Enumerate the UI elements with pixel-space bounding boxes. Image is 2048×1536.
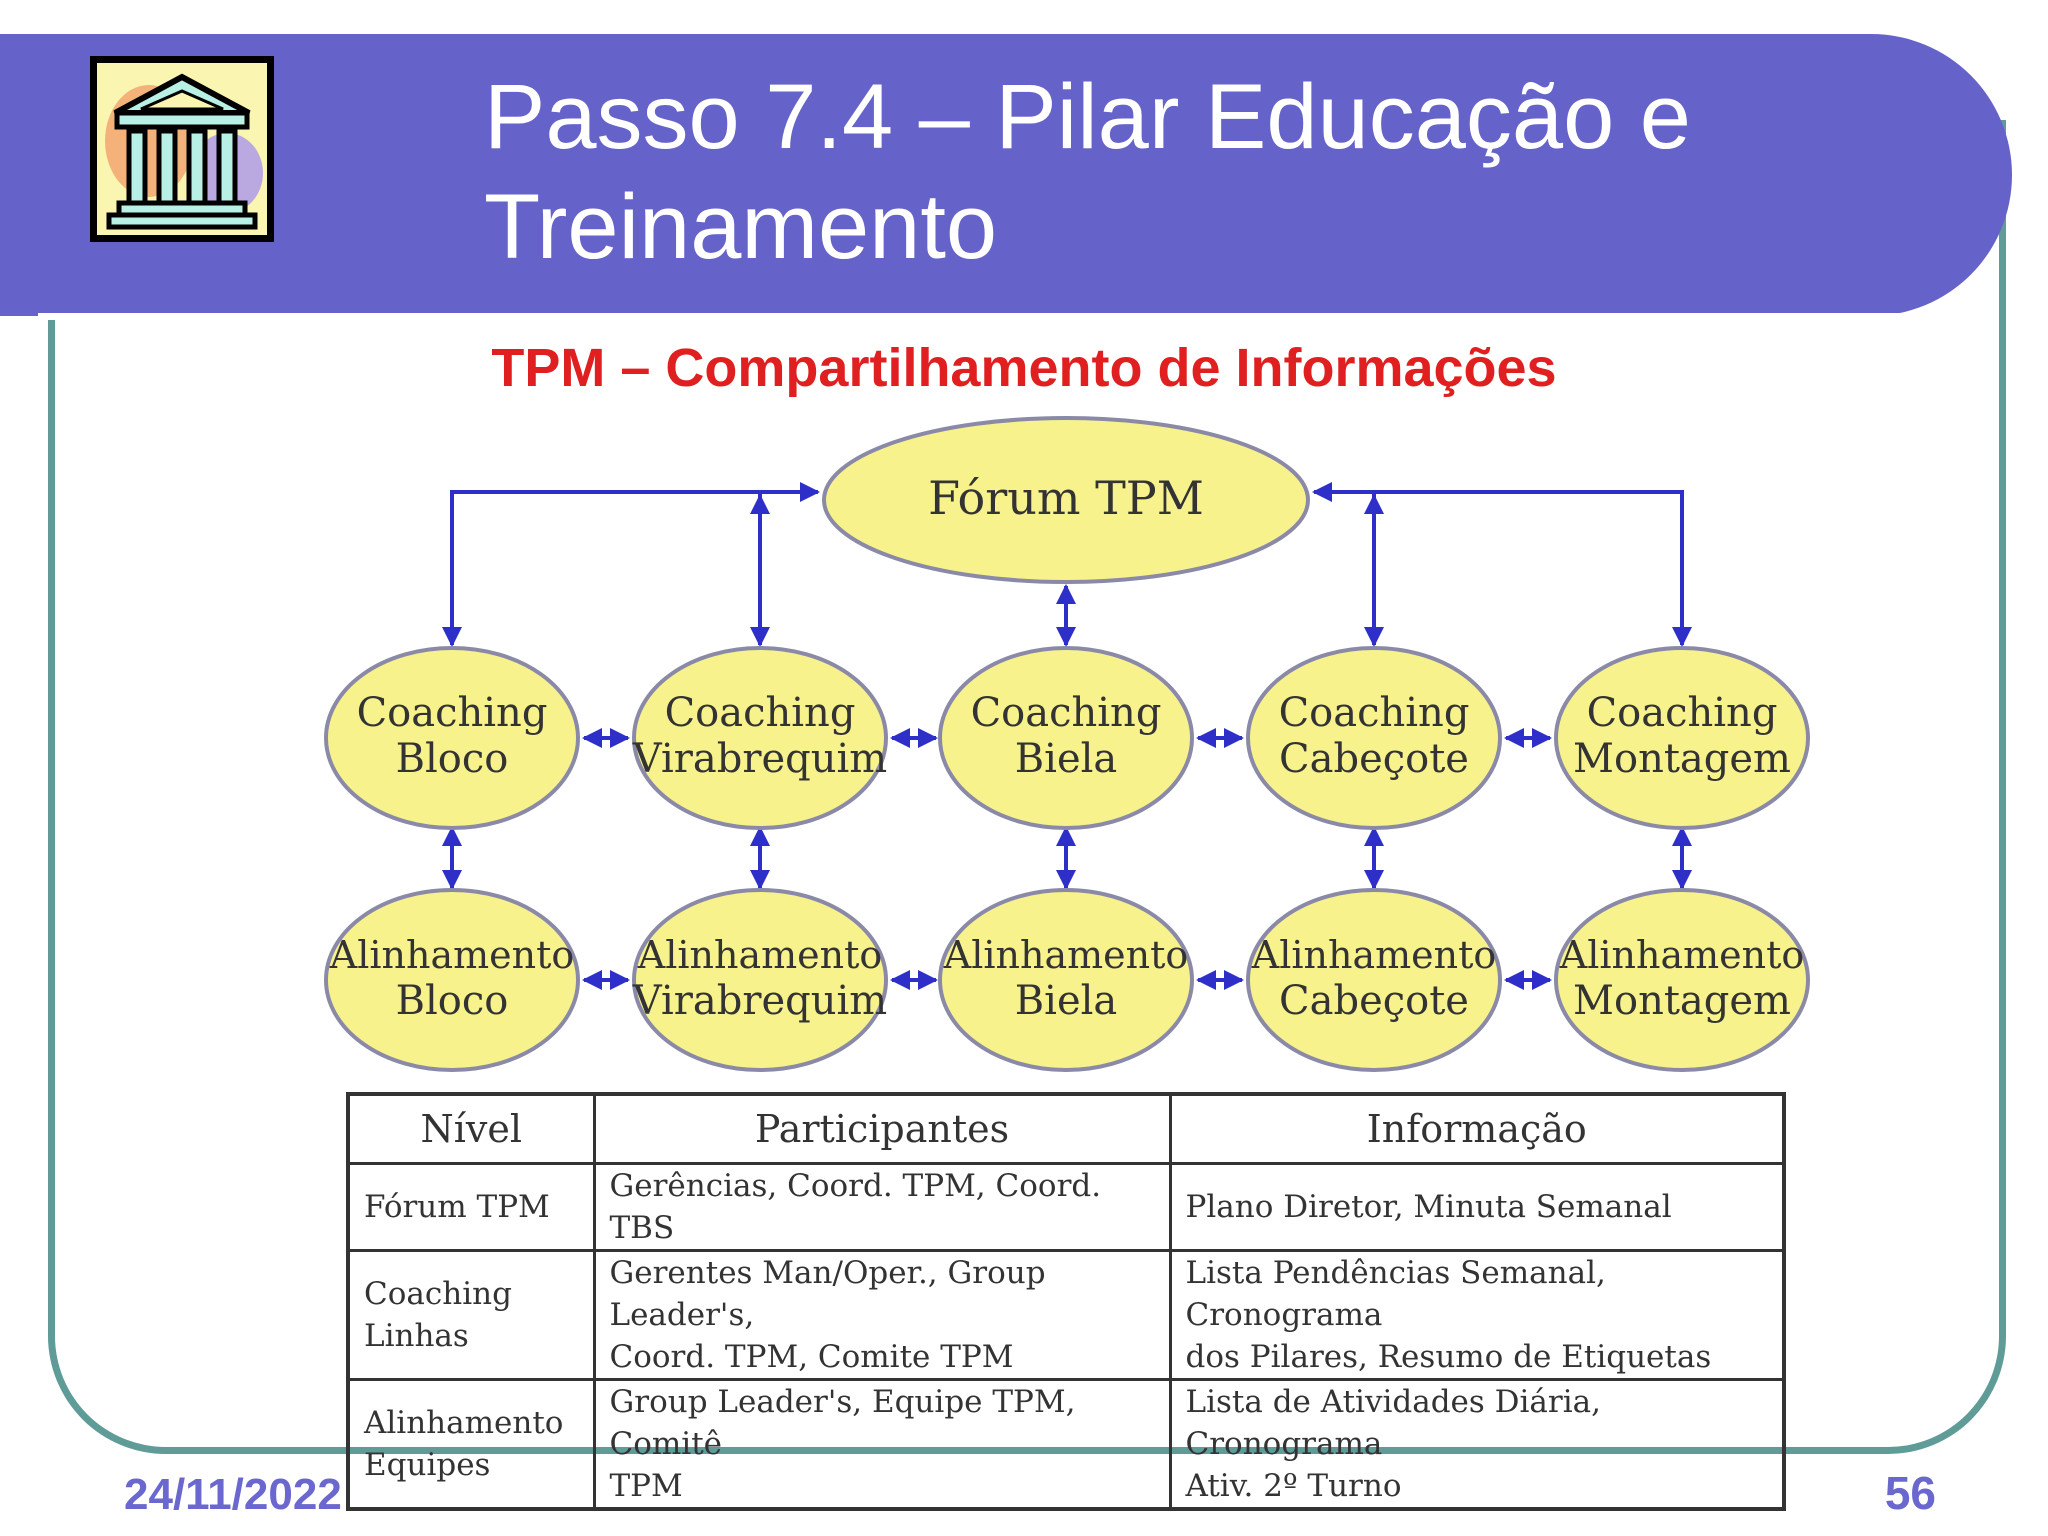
- table-cell-participantes: Gerências, Coord. TPM, Coord. TBS: [592, 1162, 1172, 1252]
- cell-line: Equipes: [364, 1447, 491, 1483]
- cell-line: Fórum TPM: [364, 1189, 550, 1225]
- table-cell-informacao: Lista Pendências Semanal, Cronograma dos…: [1168, 1249, 1786, 1381]
- table-header-nivel: Nível: [346, 1092, 596, 1165]
- node-label-line-2: Virabrequim: [632, 978, 887, 1024]
- node-label-line-2: Bloco: [396, 736, 509, 782]
- node-label-line-1: Alinhamento: [1251, 933, 1497, 977]
- node-label-line-1: Coaching: [665, 690, 856, 736]
- connector-forum-montagem: [1312, 482, 1692, 647]
- table-cell-nivel: Alinhamento Equipes: [346, 1378, 596, 1511]
- node-label-line-1: Alinhamento: [637, 933, 883, 977]
- slide-title: Passo 7.4 – Pilar Educação e Treinamento: [484, 62, 1904, 282]
- node-label-line-1: Coaching: [971, 690, 1162, 736]
- slide-page-number: 56: [1884, 1467, 1936, 1519]
- node-alinhamento-bloco: Alinhamento Bloco: [324, 888, 580, 1072]
- node-alinhamento-virabrequim: Alinhamento Virabrequim: [632, 888, 888, 1072]
- node-alinhamento-cabecote: Alinhamento Cabeçote: [1246, 888, 1502, 1072]
- slide-title-line-2: Treinamento: [484, 176, 998, 278]
- cell-line: Coaching: [364, 1276, 512, 1312]
- cell-line: Group Leader's, Equipe TPM, Comitê: [609, 1384, 1076, 1462]
- node-coaching-bloco: Coaching Bloco: [324, 646, 580, 830]
- node-coaching-cabecote: Coaching Cabeçote: [1246, 646, 1502, 830]
- node-label-line-2: Bloco: [396, 978, 509, 1024]
- node-label-line-2: Virabrequim: [632, 736, 887, 782]
- slide-header: [0, 34, 2012, 320]
- connector-forum-bloco: [442, 482, 820, 647]
- cell-line: dos Pilares, Resumo de Etiquetas: [1185, 1339, 1712, 1375]
- table-cell-participantes: Gerentes Man/Oper., Group Leader's, Coor…: [592, 1249, 1172, 1381]
- table-row: Coaching Linhas Gerentes Man/Oper., Grou…: [346, 1249, 1786, 1381]
- table-row: Alinhamento Equipes Group Leader's, Equi…: [346, 1378, 1786, 1511]
- diagram-title: TPM – Compartilhamento de Informações: [491, 338, 1557, 398]
- cell-line: Gerentes Man/Oper., Group Leader's,: [609, 1255, 1046, 1333]
- node-coaching-virabrequim: Coaching Virabrequim: [632, 646, 888, 830]
- node-label-line-2: Cabeçote: [1279, 736, 1469, 782]
- node-label-line-2: Cabeçote: [1279, 978, 1469, 1024]
- connector-lines: [442, 482, 1692, 990]
- node-forum-label: Fórum TPM: [928, 471, 1204, 525]
- node-forum-tpm: Fórum TPM: [822, 416, 1310, 584]
- cell-line: TPM: [609, 1468, 683, 1504]
- node-label-line-1: Alinhamento: [1559, 933, 1805, 977]
- table-row: Fórum TPM Gerências, Coord. TPM, Coord. …: [346, 1162, 1786, 1252]
- node-label-line-1: Coaching: [1279, 690, 1470, 736]
- cell-line: Gerências, Coord. TPM, Coord. TBS: [609, 1168, 1102, 1246]
- slide-title-line-1: Passo 7.4 – Pilar Educação e: [484, 66, 1691, 168]
- node-label-line-1: Coaching: [1587, 690, 1778, 736]
- node-coaching-biela: Coaching Biela: [938, 646, 1194, 830]
- node-label-line-1: Coaching: [357, 690, 548, 736]
- table-header-informacao: Informação: [1168, 1092, 1786, 1165]
- cell-line: Coord. TPM, Comite TPM: [609, 1339, 1014, 1375]
- cell-line: Alinhamento: [364, 1405, 564, 1441]
- table-cell-nivel: Coaching Linhas: [346, 1249, 596, 1381]
- cell-line: Plano Diretor, Minuta Semanal: [1185, 1189, 1672, 1225]
- cell-line: Ativ. 2º Turno: [1185, 1468, 1402, 1504]
- node-label-line-2: Biela: [1015, 736, 1118, 782]
- cell-line: Lista Pendências Semanal, Cronograma: [1185, 1255, 1606, 1333]
- classical-building-icon: [90, 56, 274, 242]
- table-cell-participantes: Group Leader's, Equipe TPM, Comitê TPM: [592, 1378, 1172, 1511]
- table-cell-informacao: Plano Diretor, Minuta Semanal: [1168, 1162, 1786, 1252]
- table-cell-informacao: Lista de Atividades Diária, Cronograma A…: [1168, 1378, 1786, 1511]
- node-alinhamento-biela: Alinhamento Biela: [938, 888, 1194, 1072]
- cell-line: Lista de Atividades Diária, Cronograma: [1185, 1384, 1602, 1462]
- node-label-line-1: Alinhamento: [943, 933, 1189, 977]
- info-table: Nível Participantes Informação Fórum TPM…: [346, 1092, 1786, 1511]
- table-header-row: Nível Participantes Informação: [346, 1092, 1786, 1165]
- node-label-line-2: Biela: [1015, 978, 1118, 1024]
- table-header-participantes: Participantes: [592, 1092, 1172, 1165]
- node-label-line-2: Montagem: [1573, 978, 1791, 1024]
- node-label-line-2: Montagem: [1573, 736, 1791, 782]
- node-coaching-montagem: Coaching Montagem: [1554, 646, 1810, 830]
- node-alinhamento-montagem: Alinhamento Montagem: [1554, 888, 1810, 1072]
- slide-date: 24/11/2022: [124, 1470, 342, 1519]
- header-divider: [38, 313, 1948, 320]
- node-label-line-1: Alinhamento: [329, 933, 575, 977]
- table-cell-nivel: Fórum TPM: [346, 1162, 596, 1252]
- cell-line: Linhas: [364, 1318, 469, 1354]
